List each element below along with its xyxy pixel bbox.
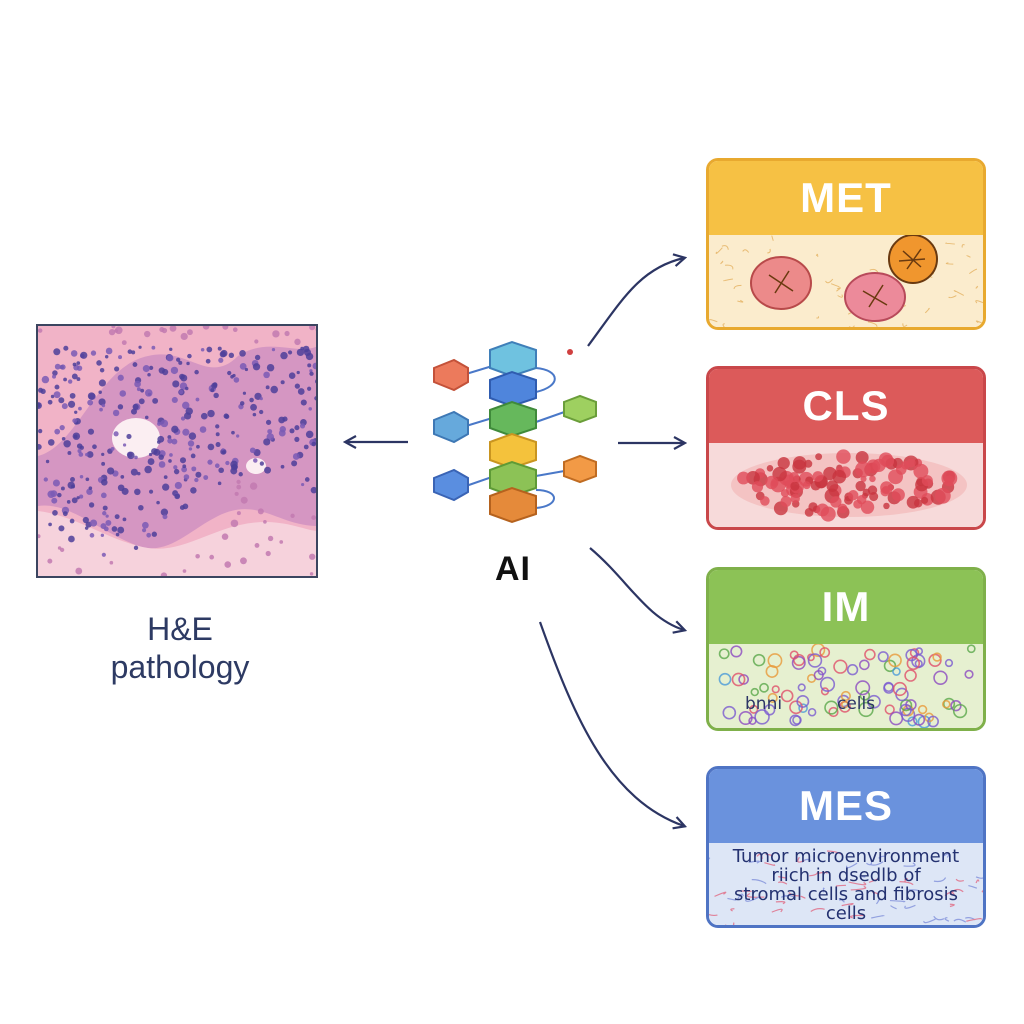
card-mes-title: MES [709,769,983,843]
card-cls: CLS [706,366,986,530]
cls-cells-graphic [731,449,967,522]
hexagon-network-icon [433,340,597,524]
mes-stroma-graphic [709,850,983,925]
mes-text-line-3: stromal cells and fibrosis [734,884,958,905]
arrow-to-mes [538,621,684,826]
mes-text-line-1: Tumor microenvironment [732,846,960,867]
card-mes-illustration: Tumor microenvironment riich in dsedlb o… [709,843,983,925]
card-cls-title: CLS [709,369,983,443]
arrow-to-im [589,547,684,630]
mes-description: Tumor microenvironment riich in dsedlb o… [709,847,983,923]
im-note-right: cells [837,694,876,714]
caption-line-1: H&E [147,611,213,647]
card-cls-illustration [709,443,983,527]
im-note-left: bnni [745,694,783,714]
mes-text-line-2: riich in dsedlb of [771,865,921,886]
ai-label: AI [495,550,531,588]
pathology-caption: H&E pathology [60,610,300,686]
card-met-illustration [709,235,983,327]
he-pathology-image [36,324,318,578]
card-im: IM bnni cells [706,567,986,731]
mes-text-line-4: cells [825,903,867,924]
arrow-to-met [587,258,684,347]
tissue-texture [38,326,316,576]
card-im-title: IM [709,570,983,644]
card-met: MET [706,158,986,330]
card-im-illustration: bnni cells [709,644,983,728]
met-cells-graphic [709,235,983,327]
card-met-title: MET [709,161,983,235]
caption-line-2: pathology [110,649,250,685]
im-cells-graphic [718,644,976,728]
card-mes: MES Tumor microenvironment riich in dsed… [706,766,986,928]
